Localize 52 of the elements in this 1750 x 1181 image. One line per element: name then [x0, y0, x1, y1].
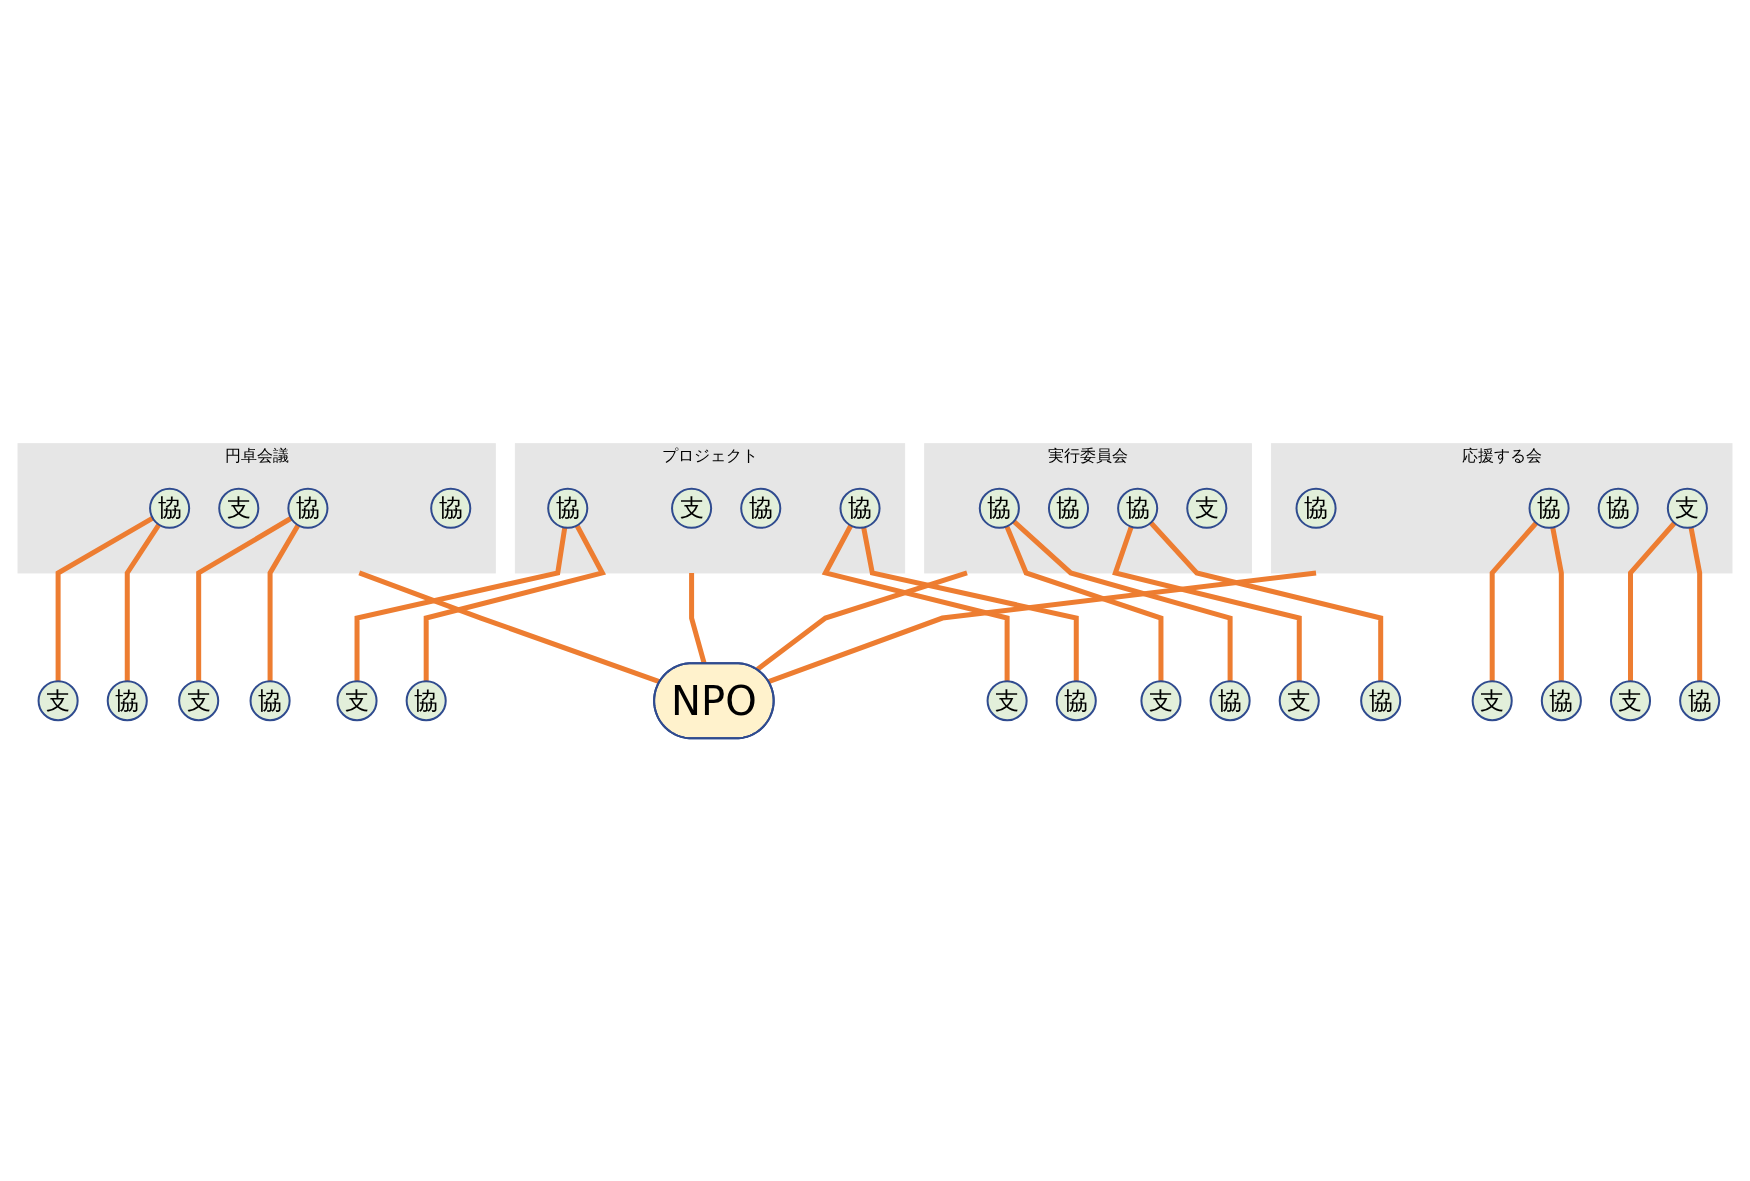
- node-circle: 協: [978, 487, 1020, 529]
- node-circle: 協: [740, 487, 782, 529]
- connector: [1688, 526, 1703, 681]
- node-circle: 支: [37, 679, 79, 721]
- connector: [821, 523, 1010, 681]
- node-circle: 支: [1140, 679, 1182, 721]
- connector: [861, 526, 1079, 681]
- connector: [1004, 524, 1164, 681]
- node-circle: 協: [405, 679, 447, 721]
- node-circle: 協: [1055, 679, 1097, 721]
- node-circle: 協: [1117, 487, 1159, 529]
- connector: [1628, 520, 1677, 681]
- node-circle: 協: [1597, 487, 1639, 529]
- node-circle: 協: [106, 679, 148, 721]
- node-circle: 協: [1360, 679, 1402, 721]
- connector: [1112, 525, 1302, 681]
- node-circle: 協: [1047, 487, 1090, 529]
- node-circle: 支: [1186, 487, 1228, 529]
- connector: [755, 570, 968, 672]
- connector: [1489, 520, 1539, 681]
- node-circle: 支: [1666, 487, 1708, 529]
- connector: [358, 570, 661, 684]
- connector: [124, 522, 161, 681]
- connector: [196, 515, 293, 681]
- node-circle: 支: [1471, 679, 1513, 721]
- node-circle: 協: [1540, 679, 1582, 721]
- connector: [767, 569, 1317, 684]
- node-circle: 支: [986, 679, 1028, 721]
- node-circle: 協: [547, 487, 589, 529]
- connector: [354, 526, 568, 681]
- connector: [267, 523, 301, 681]
- connector: [1550, 526, 1564, 681]
- node-circle: 支: [178, 679, 220, 721]
- connector: [689, 572, 707, 664]
- node-circle: 協: [430, 487, 472, 529]
- node-circle: 支: [218, 487, 260, 529]
- node-circle: 協: [149, 487, 191, 529]
- connector: [55, 515, 154, 681]
- node-circle: 協: [1209, 679, 1251, 721]
- node-circle: 支: [671, 487, 713, 529]
- connector: [423, 523, 607, 681]
- node-circle: 支: [1609, 679, 1652, 721]
- node-circle: 支: [336, 679, 378, 721]
- node-circle: 協: [287, 487, 329, 529]
- node-circle: 支: [1278, 679, 1320, 721]
- node-circle: 協: [1679, 679, 1721, 721]
- node-circle: 協: [839, 487, 881, 529]
- connector: [1012, 519, 1233, 681]
- node-circle: 協: [1528, 487, 1570, 529]
- node-circle: 協: [1295, 487, 1337, 529]
- node-circle: 協: [249, 679, 291, 721]
- connector: [1149, 520, 1384, 681]
